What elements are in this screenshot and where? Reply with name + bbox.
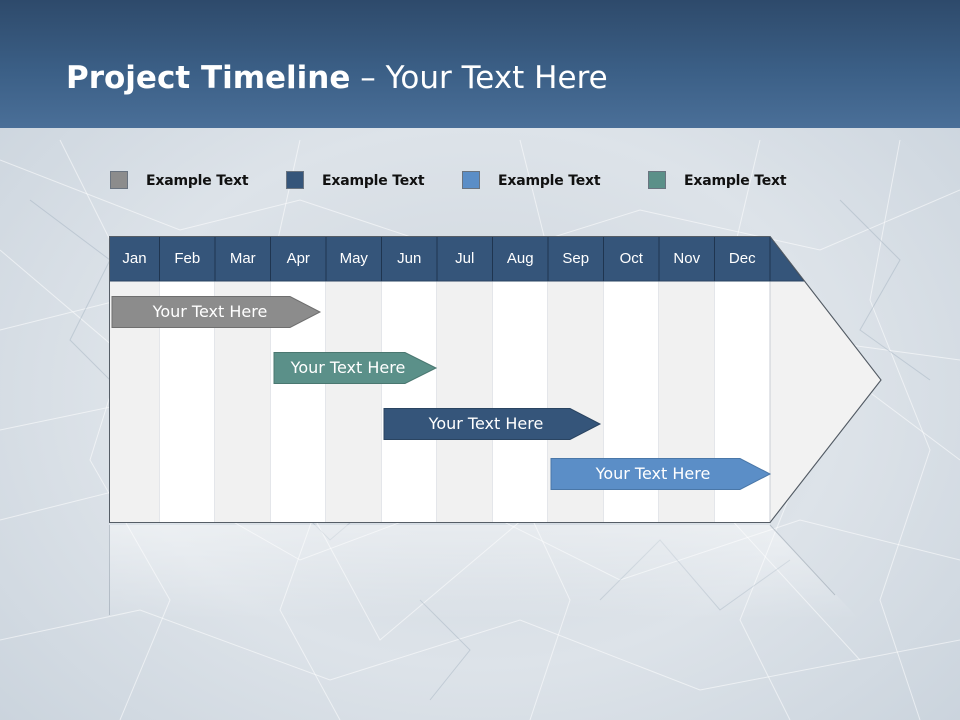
month-label-feb: Feb — [174, 250, 201, 267]
month-label-mar: Mar — [229, 250, 256, 267]
task-label: Your Text Here — [595, 464, 711, 483]
task-arrow-1 — [111, 296, 322, 328]
task-3: Your Text Here — [384, 408, 588, 440]
task-arrow-3 — [383, 408, 602, 440]
month-label-dec: Dec — [728, 250, 756, 267]
month-column — [437, 281, 493, 523]
task-label: Your Text Here — [152, 302, 268, 321]
legend-label: Example Text — [322, 173, 425, 189]
month-label-apr: Apr — [286, 250, 310, 267]
month-label-jun: Jun — [397, 250, 422, 267]
month-label-aug: Aug — [506, 250, 534, 267]
task-label: Your Text Here — [428, 414, 544, 433]
title-rest: – Your Text Here — [350, 60, 608, 96]
arrow-outline — [109, 236, 882, 523]
task-2: Your Text Here — [274, 352, 422, 384]
month-dividers — [159, 237, 771, 281]
task-4: Your Text Here — [551, 458, 755, 490]
timeline-reflection — [109, 525, 860, 620]
page-title: Project Timeline – Your Text Here — [66, 60, 608, 96]
legend-swatch — [462, 171, 480, 189]
month-column — [381, 281, 437, 523]
legend-swatch — [286, 171, 304, 189]
title-bold: Project Timeline — [66, 60, 351, 96]
month-label-oct: Oct — [619, 250, 643, 267]
legend-label: Example Text — [146, 173, 249, 189]
header-band — [0, 0, 960, 128]
legend-swatch — [110, 171, 128, 189]
month-label-jul: Jul — [455, 250, 475, 267]
month-label-nov: Nov — [673, 250, 701, 267]
task-arrow-4 — [550, 458, 772, 490]
month-label-may: May — [339, 250, 368, 267]
reflection-edge — [769, 524, 836, 596]
legend-label: Example Text — [498, 173, 601, 189]
month-column — [492, 281, 548, 523]
task-arrow-2 — [273, 352, 438, 384]
month-column — [326, 281, 382, 523]
task-1: Your Text Here — [112, 296, 308, 328]
month-label-jan: Jan — [122, 250, 147, 267]
legend-label: Example Text — [684, 173, 787, 189]
legend-swatch — [648, 171, 666, 189]
task-label: Your Text Here — [290, 358, 406, 377]
month-label-sep: Sep — [562, 250, 590, 267]
